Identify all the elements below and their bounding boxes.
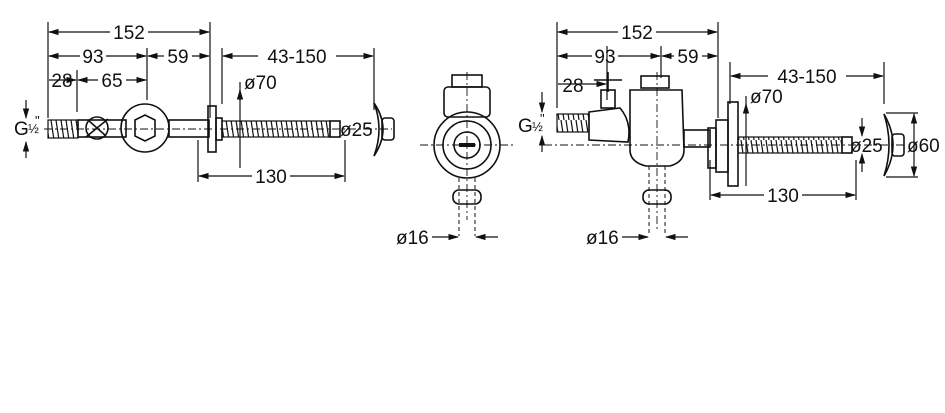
right-flange-bracket xyxy=(715,119,729,173)
left-outlet-pipe xyxy=(168,119,210,138)
right-outlet-pipe xyxy=(683,129,711,148)
left-hex-nut xyxy=(134,114,156,142)
right-dim-43-150: 43-150 xyxy=(777,67,836,88)
right-inlet-valve xyxy=(588,107,630,143)
left-spring-pipe xyxy=(221,120,331,138)
left-dim-65: 65 xyxy=(101,71,122,92)
left-end-knob xyxy=(381,117,395,141)
right-dim-93: 93 xyxy=(594,47,615,68)
right-end-knob xyxy=(891,133,905,157)
right-top-cap xyxy=(640,75,670,89)
middle-view: ø16 xyxy=(396,72,514,249)
right-view: 152 93 59 28 43-150 ø70 130 G ½ " xyxy=(518,22,940,249)
right-dim-dia60: ø60 xyxy=(907,136,940,157)
left-dim-59: 59 xyxy=(167,47,188,68)
left-dim-130: 130 xyxy=(255,167,287,188)
right-dim-28: 28 xyxy=(562,76,583,97)
right-valve-body xyxy=(629,89,685,167)
left-dim-152: 152 xyxy=(113,23,145,44)
left-spring-end xyxy=(329,120,341,138)
left-thread-g: G xyxy=(14,119,29,140)
left-dim-93: 93 xyxy=(82,47,103,68)
right-dim-152: 152 xyxy=(621,23,653,44)
right-thread-g: G xyxy=(518,116,533,137)
right-dim-dia70: ø70 xyxy=(750,87,783,108)
left-dim-dia70: ø70 xyxy=(244,73,277,94)
right-spring-end xyxy=(841,136,853,154)
right-inlet-spring xyxy=(556,113,590,133)
middle-button-mark xyxy=(459,143,475,147)
right-dim-59: 59 xyxy=(677,47,698,68)
right-dim-dia25: ø25 xyxy=(850,136,883,157)
left-dim-43-150: 43-150 xyxy=(267,47,326,68)
left-end-cap-rim xyxy=(373,102,380,157)
middle-dim-dia16: ø16 xyxy=(396,228,429,249)
left-extension-lines xyxy=(47,22,375,182)
right-end-cap-rim-outer xyxy=(883,113,894,177)
left-thread-quote: " xyxy=(35,113,40,128)
left-dim-dia25: ø25 xyxy=(340,120,373,141)
right-end-cap-rim xyxy=(883,113,890,177)
right-handle-stem xyxy=(600,89,616,109)
left-thread-frac: ½ xyxy=(28,121,39,136)
left-body-pipe xyxy=(77,119,127,138)
right-wall-plate xyxy=(727,101,739,187)
left-inlet-spring xyxy=(47,119,79,139)
right-thread-quote: " xyxy=(540,111,545,126)
left-handle-circle xyxy=(85,116,109,140)
right-thread-frac: ½ xyxy=(532,119,543,134)
right-dim-130: 130 xyxy=(767,186,799,207)
left-valve-body xyxy=(120,103,170,153)
right-dim-dia16: ø16 xyxy=(586,228,619,249)
left-handle-bar-2 xyxy=(87,119,107,137)
right-spring-pipe xyxy=(737,136,843,154)
middle-pipe-nut xyxy=(452,189,482,205)
left-view: 152 93 59 28 65 43-150 ø70 130 G ½ " xyxy=(14,22,395,188)
left-end-cap-rim-outer xyxy=(373,102,384,157)
right-pipe-nut xyxy=(642,189,672,205)
left-dim-28: 28 xyxy=(51,71,72,92)
